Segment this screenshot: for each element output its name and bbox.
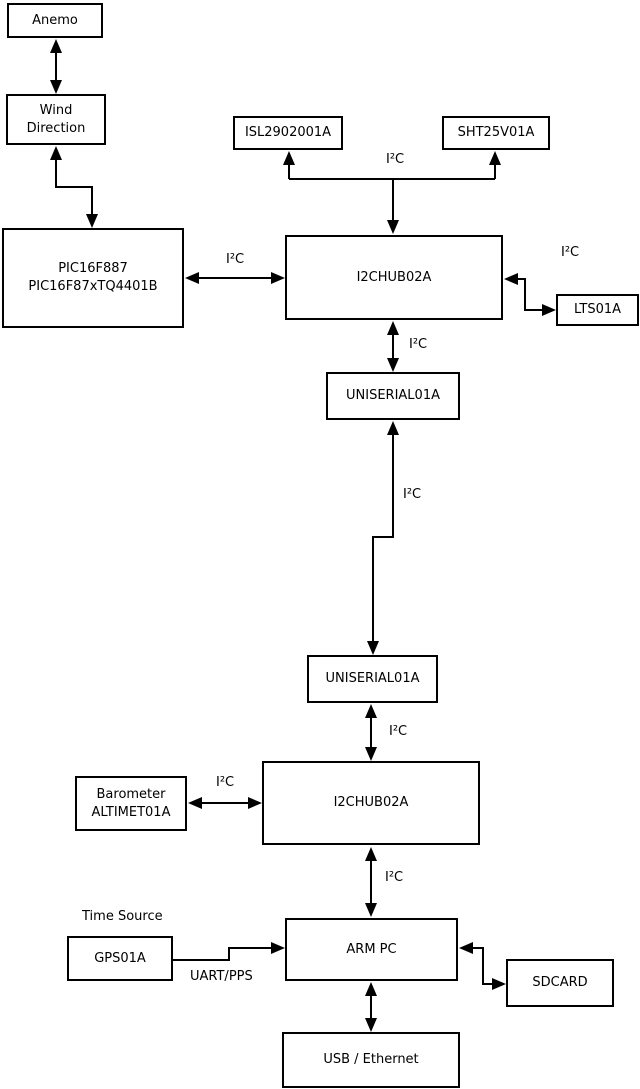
edge-barometer-hub2 [188,797,262,809]
node-lts01a: LTS01A [556,294,639,326]
label-i2c-uniserial2-hub2: I²C [389,724,408,739]
edge-anemo-winddirection [50,39,62,94]
label-i2c-hub2-armpc: I²C [385,870,404,885]
node-barometer-altimet01a: Barometer ALTIMET01A [75,776,187,831]
node-i2chub02a-bottom: I2CHUB02A [262,761,480,845]
edge-gps-armpc [173,942,285,961]
edge-pic-hub1 [185,272,285,284]
node-uniserial01a-top: UNISERIAL01A [326,372,460,420]
edge-hub1-lts [504,273,556,316]
node-gps01a: GPS01A [67,936,173,981]
node-sdcard: SDCARD [506,959,614,1007]
node-isl2902001a: ISL2902001A [233,116,343,150]
edge-armpc-sdcard [459,942,506,990]
label-time-source: Time Source [82,909,163,924]
label-i2c-pic-hub1: I²C [226,252,245,267]
edge-hub1-uniserial1 [387,321,399,372]
edge-armpc-usb [365,982,377,1032]
label-uart-pps: UART/PPS [190,969,253,984]
node-anemo: Anemo [7,3,103,38]
node-usb-ethernet: USB / Ethernet [282,1032,460,1088]
node-wind-direction: Wind Direction [6,94,106,145]
label-i2c-barometer-hub2: I²C [216,775,235,790]
edge-hub2-armpc [365,847,377,917]
edge-uniserial2-hub2 [365,704,377,761]
label-i2c-hub1-uniserial1: I²C [409,337,428,352]
node-uniserial01a-bottom: UNISERIAL01A [307,655,438,703]
label-i2c-hub1-lts: I²C [561,245,580,260]
edge-winddirection-pic [50,146,98,228]
node-arm-pc: ARM PC [285,918,458,981]
node-i2chub02a-top: I2CHUB02A [285,235,503,320]
node-sht25v01a: SHT25V01A [442,116,550,150]
label-i2c-uniserial1-uniserial2: I²C [403,487,422,502]
edge-uniserial1-uniserial2 [367,421,399,655]
node-pic-microcontroller: PIC16F887 PIC16F87xTQ4401B [2,228,184,328]
label-i2c-sensors-bus: I²C [386,152,405,167]
